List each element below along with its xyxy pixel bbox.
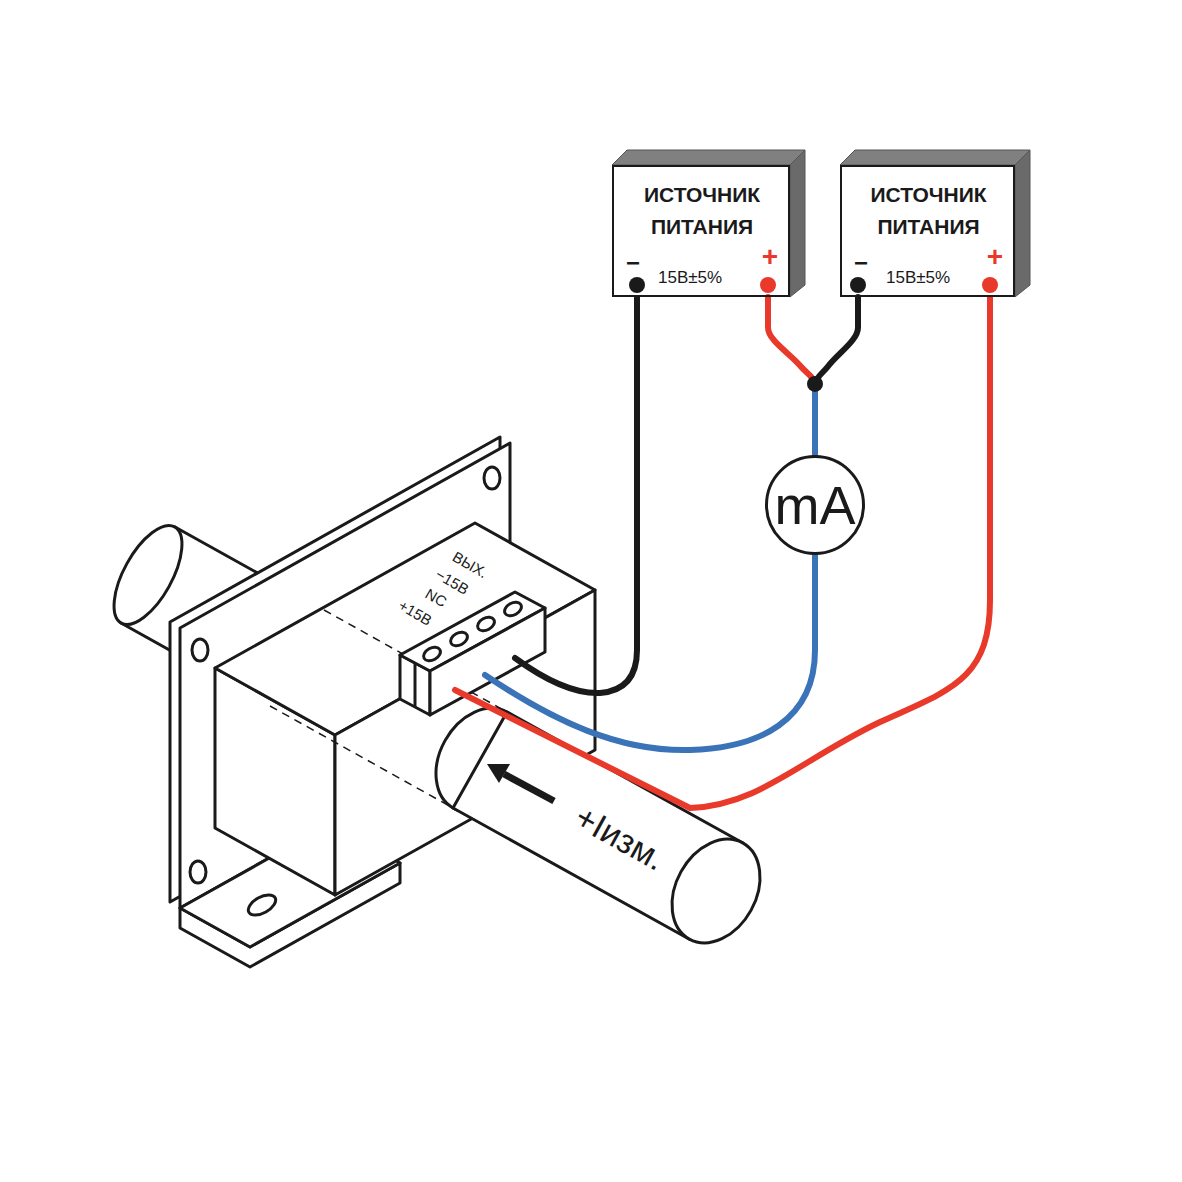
- terminal-dot: [850, 277, 866, 293]
- terminal-dot: [629, 277, 645, 293]
- milliammeter-circle: mA: [765, 455, 865, 555]
- supply-side: [1015, 150, 1030, 297]
- supply-side: [790, 150, 805, 297]
- mounting-hole: [484, 467, 500, 489]
- current-arrow: [504, 774, 554, 801]
- voltage-rating: 15В±5%: [658, 269, 722, 286]
- supply-wire: [815, 297, 858, 455]
- pin-label: +15В: [396, 596, 435, 628]
- arrow-head: [487, 764, 510, 783]
- current-direction-label: +Iизм.: [568, 797, 671, 878]
- meter-symbol: mA: [775, 478, 856, 532]
- foot-hole: [245, 891, 279, 920]
- junction-dot: [807, 376, 823, 392]
- minus-sign: −: [854, 251, 868, 275]
- current-direction-label: +Iизм.: [568, 797, 671, 878]
- supply-face: [840, 165, 1015, 297]
- pin-label: −15В: [433, 565, 472, 597]
- plus-sign: +: [987, 243, 1003, 271]
- supply-title: ИСТОЧНИК ПИТАНИЯ: [854, 179, 1003, 243]
- supply-wire: [768, 297, 815, 455]
- power-supply-box: ИСТОЧНИК ПИТАНИЯ − 15В±5% +: [612, 165, 790, 297]
- pin-label: NC: [423, 585, 450, 611]
- supply-title: ИСТОЧНИК ПИТАНИЯ: [626, 179, 778, 243]
- power-supply-box: ИСТОЧНИК ПИТАНИЯ − 15В±5% +: [840, 165, 1015, 297]
- terminal-screw: [502, 599, 524, 618]
- supply-top: [840, 150, 1030, 165]
- minus-sign: −: [626, 251, 640, 275]
- pin-label: −15В: [432, 565, 472, 598]
- terminal-screw: [421, 644, 443, 663]
- terminal-screw: [475, 614, 497, 633]
- terminal-screw: [448, 629, 470, 648]
- supply-face: [612, 165, 790, 297]
- supply-top: [612, 150, 805, 165]
- pin-label: NC: [422, 585, 450, 611]
- terminal-dot: [982, 277, 998, 293]
- blue-wire: [485, 555, 815, 750]
- mounting-hole: [190, 861, 206, 883]
- mounting-hole: [192, 639, 208, 661]
- pin-label: ВЫХ.: [449, 548, 490, 582]
- connector-groove: [414, 663, 417, 707]
- voltage-rating: 15В±5%: [886, 269, 950, 286]
- pin-label: ВЫХ.: [450, 548, 491, 581]
- hidden-line: [270, 706, 453, 808]
- conductor-end: [654, 824, 777, 959]
- black-wire: [515, 285, 637, 693]
- plus-sign: +: [762, 243, 778, 271]
- red-wire: [455, 285, 990, 808]
- pin-label: +15В: [395, 596, 435, 629]
- terminal-dot: [760, 277, 776, 293]
